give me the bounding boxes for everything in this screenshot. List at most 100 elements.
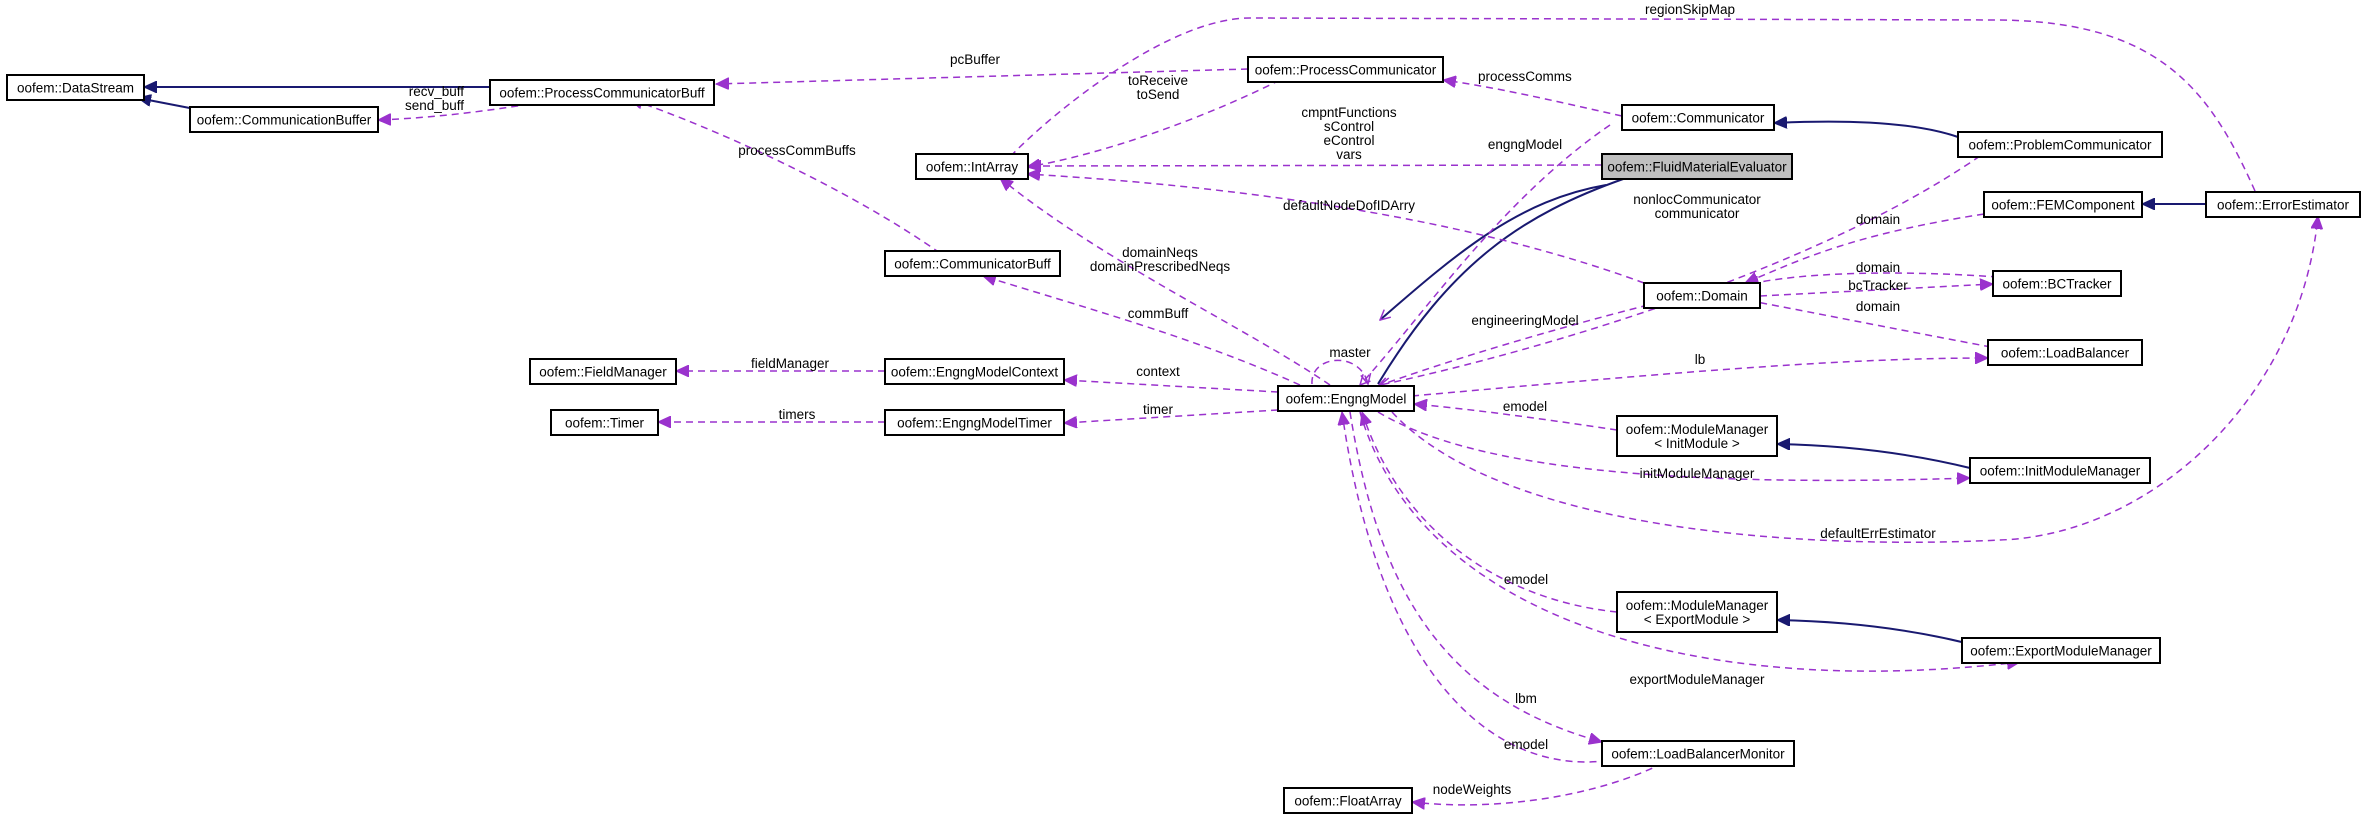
edge-label-line: toReceive (1128, 73, 1188, 88)
class-node-box[interactable] (1961, 637, 2161, 664)
class-node-box[interactable] (1601, 740, 1795, 767)
class-node[interactable]: oofem::ExportModuleManager (1961, 637, 2161, 664)
class-node-box[interactable] (1621, 104, 1775, 131)
edge-engngmodel-label (1360, 124, 1611, 385)
edge-label-line: context (1136, 364, 1180, 379)
class-node-box[interactable] (1983, 191, 2143, 218)
class-node-label: oofem::EngngModel (1286, 392, 1407, 407)
class-node-box[interactable] (1601, 153, 1793, 180)
class-node[interactable]: oofem::IntArray (915, 153, 1029, 180)
class-node[interactable]: oofem::Communicator (1621, 104, 1775, 131)
class-node[interactable]: oofem::CommunicatorBuff (884, 250, 1061, 277)
edge-label: lbm (1515, 691, 1537, 706)
class-node[interactable]: oofem::EngngModel (1277, 385, 1415, 412)
class-node[interactable]: oofem::ProblemCommunicator (1957, 131, 2163, 158)
class-node-box[interactable] (550, 409, 659, 436)
edge-lb (1411, 358, 1988, 397)
class-node-box[interactable] (1616, 415, 1778, 457)
class-node-label: oofem::FluidMaterialEvaluator (1607, 160, 1787, 175)
class-node-box[interactable] (489, 79, 715, 106)
class-node-box[interactable] (1992, 270, 2122, 297)
edge-label-line: domain (1856, 299, 1900, 314)
edge-label: bcTracker (1848, 278, 1908, 293)
edge-pcbuffer (716, 68, 1249, 84)
edge-lbm (1349, 411, 1602, 742)
class-node-label: oofem::LoadBalancerMonitor (1611, 747, 1785, 762)
class-node[interactable]: oofem::ErrorEstimator (2205, 191, 2361, 218)
edge-label: processCommBuffs (738, 143, 856, 158)
edge-label: engngModel (1488, 137, 1562, 152)
edge-label-line: timer (1143, 402, 1174, 417)
class-node-label: oofem::IntArray (926, 160, 1019, 175)
class-node-box[interactable] (1957, 131, 2163, 158)
class-node-label: oofem::FieldManager (539, 365, 667, 380)
class-node[interactable]: oofem::LoadBalancerMonitor (1601, 740, 1795, 767)
edge-label-line: bcTracker (1848, 278, 1908, 293)
edge-label: exportModuleManager (1629, 672, 1765, 687)
class-node[interactable]: oofem::FloatArray (1283, 787, 1413, 814)
class-node-box[interactable] (2205, 191, 2361, 218)
class-node-box[interactable] (1643, 282, 1761, 309)
edge-defaulterrestimator (1391, 216, 2318, 543)
class-node[interactable]: oofem::InitModuleManager (1969, 457, 2151, 484)
edge-label-line: domain (1856, 212, 1900, 227)
class-node[interactable]: oofem::FieldManager (529, 358, 677, 385)
edge-domainneqs (1000, 178, 1331, 386)
edge-label-line: domainPrescribedNeqs (1090, 259, 1231, 274)
edge-nodeweights (1412, 762, 1664, 805)
class-node-box[interactable] (915, 153, 1029, 180)
class-node-box[interactable] (884, 250, 1061, 277)
class-node[interactable]: oofem::ProcessCommunicatorBuff (489, 79, 715, 106)
class-node-box[interactable] (1987, 339, 2143, 366)
class-node-label: oofem::ErrorEstimator (2217, 198, 2350, 213)
class-node-box[interactable] (1969, 457, 2151, 484)
class-node-label: oofem::ProblemCommunicator (1968, 138, 2152, 153)
edge-label-line: nodeWeights (1433, 782, 1512, 797)
class-node[interactable]: oofem::ModuleManager< ExportModule > (1616, 591, 1778, 633)
edge-processcomms (1443, 80, 1623, 117)
edge-label-line: toSend (1137, 87, 1180, 102)
edge-commbuff (983, 276, 1301, 386)
class-node[interactable]: oofem::BCTracker (1992, 270, 2122, 297)
class-node[interactable]: oofem::CommunicationBuffer (189, 106, 379, 133)
class-node-box[interactable] (189, 106, 379, 133)
class-node[interactable]: oofem::DataStream (6, 74, 145, 101)
edge-label-line: commBuff (1128, 306, 1189, 321)
edge-nonloccommunicator (1380, 155, 1981, 385)
class-node-label: oofem::EngngModelTimer (897, 416, 1052, 431)
class-node[interactable]: oofem::EngngModelContext (884, 358, 1065, 385)
edge-label-line: fieldManager (751, 356, 830, 371)
class-node[interactable]: oofem::LoadBalancer (1987, 339, 2143, 366)
class-node[interactable]: oofem::ModuleManager< InitModule > (1616, 415, 1778, 457)
edge-label-line: recv_buff (409, 84, 465, 99)
class-node-box[interactable] (1616, 591, 1778, 633)
edge-label: pcBuffer (950, 52, 1001, 67)
class-node-box[interactable] (1277, 385, 1415, 412)
edge-exportmodulemanager (1359, 411, 2020, 672)
edge-label-line: exportModuleManager (1629, 672, 1765, 687)
edge-engineeringmodel (1378, 304, 1649, 386)
class-node-box[interactable] (529, 358, 677, 385)
class-node[interactable]: oofem::FEMComponent (1983, 191, 2143, 218)
class-node-box[interactable] (1283, 787, 1413, 814)
class-node-label: < ExportModule > (1644, 612, 1751, 627)
edge-label-line: engineeringModel (1471, 313, 1578, 328)
class-node-label: oofem::FloatArray (1294, 794, 1402, 809)
class-node-box[interactable] (884, 358, 1065, 385)
class-node-box[interactable] (1247, 56, 1444, 83)
class-node[interactable]: oofem::EngngModelTimer (884, 409, 1065, 436)
class-node-box[interactable] (884, 409, 1065, 436)
class-node-box[interactable] (6, 74, 145, 101)
class-node[interactable]: oofem::Domain (1643, 282, 1761, 309)
class-node[interactable]: oofem::Timer (550, 409, 659, 436)
class-node[interactable]: oofem::FluidMaterialEvaluator (1601, 153, 1793, 180)
edge-label-line: sControl (1324, 119, 1374, 134)
class-node-label: oofem::DataStream (17, 81, 134, 96)
edge-label-line: engngModel (1488, 137, 1562, 152)
class-node[interactable]: oofem::ProcessCommunicator (1247, 56, 1444, 83)
edge-label: master (1329, 345, 1371, 360)
class-node-label: oofem::FEMComponent (1991, 198, 2135, 213)
